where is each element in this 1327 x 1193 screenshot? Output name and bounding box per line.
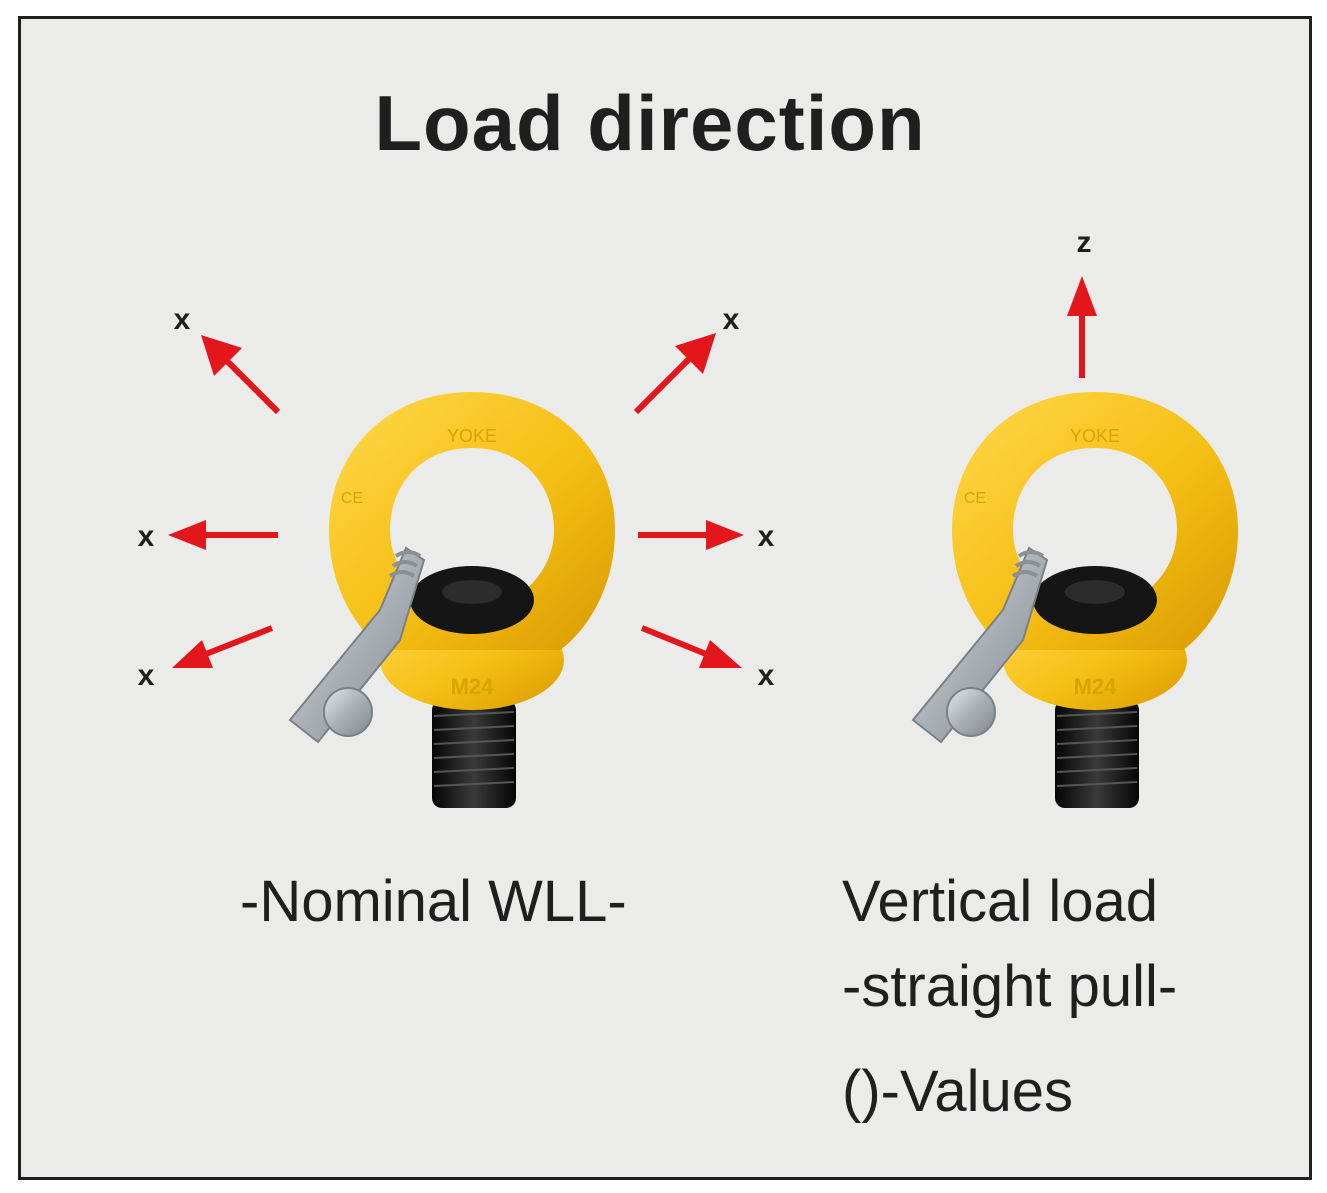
thread-lines [1056,711,1138,787]
load-arrow-vertical [1067,276,1097,378]
arrow-up-left [201,335,281,415]
caption-vertical-load: Vertical load [842,869,1158,934]
x-label-right: x [757,520,775,553]
diagram-title: Load direction [374,79,926,167]
spring-clip [288,546,426,744]
load-arrows-left [168,333,744,668]
size-text: M24 [1074,674,1118,699]
eyebolt-right: YOKE M24 CE [911,392,1238,808]
size-text: M24 [451,674,495,699]
arrow-right [638,520,744,550]
brand-text: YOKE [1070,426,1120,446]
eyebolt-left: YOKE M24 CE [288,392,615,808]
x-label-left: x [137,520,155,553]
thread-lines [433,711,515,787]
z-label: z [1076,226,1092,259]
x-label-down-left: x [137,659,155,692]
arrow-up-right [633,333,716,415]
arrow-down-left [172,625,274,668]
caption-values: ()-Values [842,1059,1073,1124]
x-label-up-right: x [722,303,740,336]
arrow-left [168,520,278,550]
ce-text: CE [964,490,986,507]
spring-clip [911,546,1049,744]
caption-nominal-wll: -Nominal WLL- [240,869,627,934]
ce-text: CE [341,490,363,507]
arrow-down-right [640,625,742,668]
x-label-down-right: x [757,659,775,692]
brand-text: YOKE [447,426,497,446]
x-label-up-left: x [173,303,191,336]
caption-straight-pull: -straight pull- [842,954,1178,1019]
